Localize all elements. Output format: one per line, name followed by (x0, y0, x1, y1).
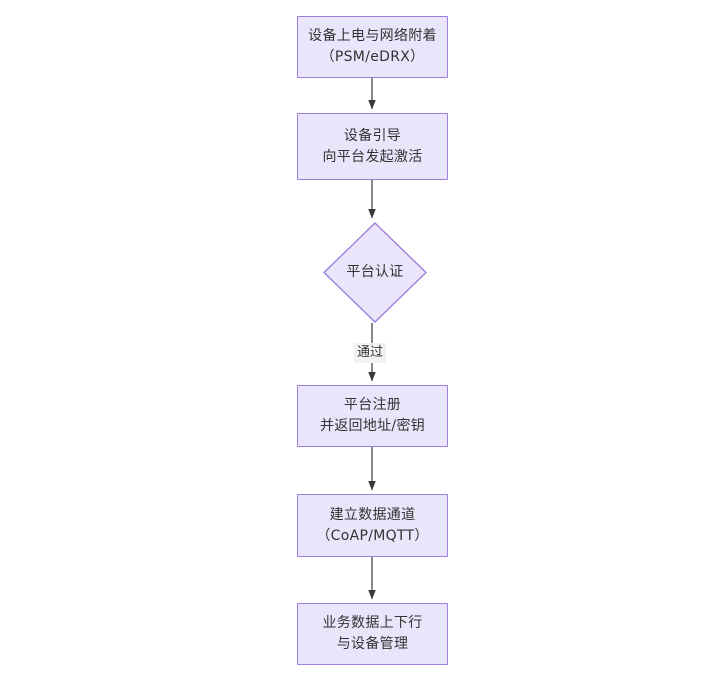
node-platform-registration[interactable]: 平台注册 并返回地址/密钥 (297, 385, 448, 447)
node-label-line: （PSM/eDRX） (320, 49, 425, 65)
node-label-line: 平台注册 (343, 397, 402, 413)
node-label-line: （CoAP/MQTT） (316, 527, 429, 544)
node-label-line: 与设备管理 (336, 636, 409, 652)
node-label-line: 业务数据上下行 (322, 615, 423, 631)
node-platform-authentication[interactable]: 平台认证 (323, 222, 427, 323)
node-establish-data-channel[interactable]: 建立数据通道 （CoAP/MQTT） (297, 494, 448, 557)
node-label-line: 设备引导 (343, 127, 402, 144)
node-label-line: 设备上电与网络附着 (308, 28, 437, 44)
edge-label-pass: 通过 (354, 343, 387, 363)
diamond-shape (323, 222, 427, 323)
node-device-power-on[interactable]: 设备上电与网络附着 （PSM/eDRX） (297, 16, 448, 78)
node-device-bootstrap[interactable]: 设备引导 向平台发起激活 (297, 113, 448, 180)
node-label-line: 平台认证 (346, 264, 404, 280)
node-business-data-and-device-management[interactable]: 业务数据上下行 与设备管理 (297, 603, 448, 665)
node-label-line: 建立数据通道 (329, 506, 416, 523)
node-label-line: 并返回地址/密钥 (319, 418, 426, 434)
node-label-line: 向平台发起激活 (322, 148, 423, 165)
